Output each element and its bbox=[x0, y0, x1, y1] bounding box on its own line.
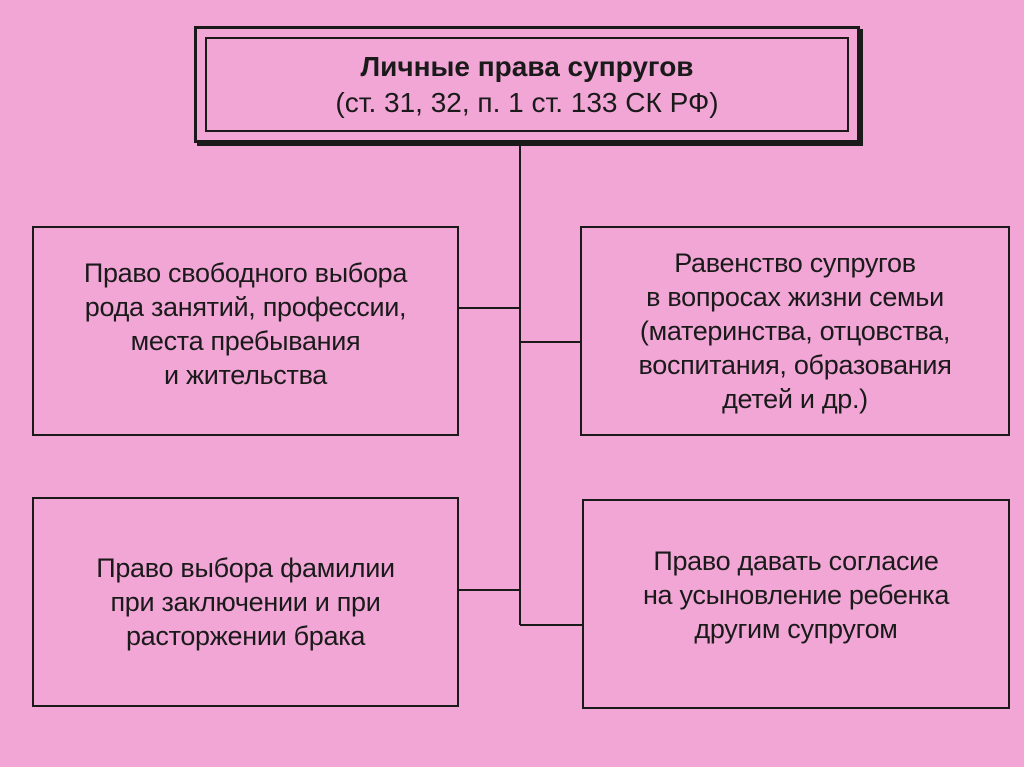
title-sub: (ст. 31, 32, п. 1 ст. 133 СК РФ) bbox=[335, 86, 719, 118]
box-line: Право давать согласие bbox=[653, 546, 939, 576]
box-line: рода занятий, профессии, bbox=[84, 292, 407, 322]
box-surname-choice: Право выбора фамилии при заключении и пр… bbox=[32, 497, 459, 707]
box-free-choice-occupation: Право свободного выбора рода занятий, пр… bbox=[32, 226, 459, 436]
title-box: Личные права супругов (ст. 31, 32, п. 1 … bbox=[194, 26, 860, 143]
box-line: Право свободного выбора bbox=[83, 258, 408, 288]
box-line: и жительства bbox=[163, 360, 328, 390]
box-line: другим супругом bbox=[694, 614, 898, 644]
box-line: при заключении и при bbox=[110, 587, 381, 617]
box-line: воспитания, образования bbox=[638, 350, 952, 380]
title-inner-frame: Личные права супругов (ст. 31, 32, п. 1 … bbox=[205, 37, 849, 132]
box-line: в вопросах жизни семьи bbox=[646, 282, 944, 312]
box-line: расторжении брака bbox=[125, 621, 366, 651]
box-line: Равенство супругов bbox=[674, 248, 916, 278]
box-line: (материнства, отцовства, bbox=[639, 316, 951, 346]
box-line: детей и др.) bbox=[722, 384, 868, 414]
box-adoption-consent: Право давать согласие на усыновление реб… bbox=[582, 499, 1010, 709]
box-spouse-equality: Равенство супругов в вопросах жизни семь… bbox=[580, 226, 1010, 436]
title-main: Личные права супругов bbox=[360, 50, 694, 82]
box-line: на усыновление ребенка bbox=[642, 580, 950, 610]
box-line: Право выбора фамилии bbox=[96, 553, 395, 583]
box-line: места пребывания bbox=[130, 326, 361, 356]
